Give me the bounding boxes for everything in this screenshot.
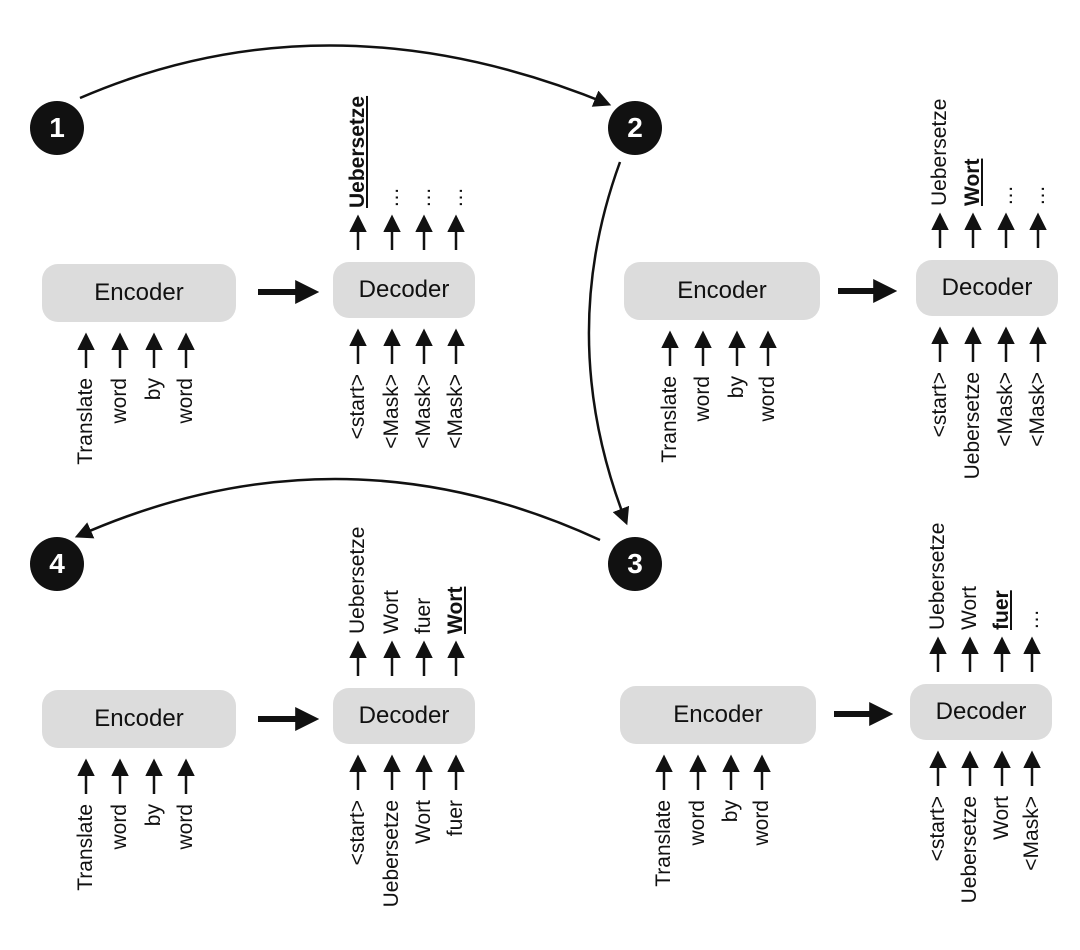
step-4-decoder-input-2-text: Wort bbox=[412, 800, 435, 844]
step-4-decoder-output-1-text: Wort bbox=[380, 590, 403, 634]
step-2-encoder-input-0-text: Translate bbox=[658, 376, 681, 463]
step-3-decoder-output-2-text: fuer bbox=[990, 590, 1013, 630]
step-2-encoder-input-1-text: word bbox=[691, 376, 714, 422]
step-1-decoder-output-2-text: … bbox=[412, 186, 435, 208]
step-2-decoder-box: Decoder bbox=[916, 260, 1058, 316]
step-1-decoder-input-2-text: <Mask> bbox=[412, 374, 435, 449]
step-2-decoder-input-2-text: <Mask> bbox=[994, 372, 1017, 447]
step-4-decoder-input-0-text: <start> bbox=[346, 800, 369, 866]
step-4-decoder-input-1-text: Uebersetze bbox=[380, 800, 403, 908]
step-3-encoder-box: Encoder bbox=[620, 686, 816, 744]
step-2-decoder-output-3-text: … bbox=[1026, 184, 1049, 206]
step-4-decoder-box: Decoder bbox=[333, 688, 475, 744]
step-2-decoder-input-1-text: Uebersetze bbox=[961, 372, 984, 480]
step-3-decoder-output-1-text: Wort bbox=[958, 586, 981, 630]
flow-arrow-1-to-2 bbox=[79, 44, 612, 107]
step-2-badge: 2 bbox=[608, 101, 662, 155]
step-1-decoder-input-1-text: <Mask> bbox=[380, 374, 403, 449]
step-3-badge: 3 bbox=[608, 537, 662, 591]
step-3-decoder-output-3-text: … bbox=[1020, 608, 1043, 630]
step-1-decoder-output-1-text: … bbox=[380, 186, 403, 208]
step-4-badge: 4 bbox=[30, 537, 84, 591]
step-1-encoder-input-3-text: word bbox=[174, 378, 197, 424]
step-4-decoder-output-2-text: fuer bbox=[412, 597, 435, 634]
flow-arrow-2-to-3 bbox=[587, 161, 630, 526]
step-3-decoder-box: Decoder bbox=[910, 684, 1052, 740]
step-1-decoder-input-3-text: <Mask> bbox=[444, 374, 467, 449]
step-4-encoder-box: Encoder bbox=[42, 690, 236, 748]
small-arrow-layer bbox=[77, 212, 1047, 794]
step-3-encoder-input-1-text: word bbox=[686, 800, 709, 846]
step-1-encoder-input-2-text: by bbox=[142, 378, 165, 401]
step-1-decoder-input-0-text: <start> bbox=[346, 374, 369, 440]
step-1-badge: 1 bbox=[30, 101, 84, 155]
step-1-encoder-input-1-text: word bbox=[108, 378, 131, 424]
step-3-encoder-input-0-text: Translate bbox=[652, 800, 675, 887]
step-3-encoder-input-3-text: word bbox=[750, 800, 773, 846]
step-2-decoder-output-1-text: Wort bbox=[961, 158, 984, 206]
step-3-decoder-input-1-text: Uebersetze bbox=[958, 796, 981, 904]
flow-arrow-3-to-4 bbox=[74, 477, 601, 542]
step-1-decoder-output-0-text: Uebersetze bbox=[346, 95, 369, 208]
step-3-decoder-input-3-text: <Mask> bbox=[1020, 796, 1043, 871]
step-2-decoder-input-0-text: <start> bbox=[928, 372, 951, 438]
step-2-encoder-input-2-text: by bbox=[725, 376, 748, 399]
step-4-encoder-input-3-text: word bbox=[174, 804, 197, 850]
step-4-decoder-input-3-text: fuer bbox=[444, 800, 467, 837]
step-3-decoder-input-0-text: <start> bbox=[926, 796, 949, 862]
step-2-encoder-input-3-text: word bbox=[756, 376, 779, 422]
step-3-decoder-output-0-text: Uebersetze bbox=[926, 522, 949, 630]
step-3-encoder-input-2-text: by bbox=[719, 800, 742, 823]
step-2-decoder-output-0-text: Uebersetze bbox=[928, 98, 951, 206]
step-1-encoder-input-0-text: Translate bbox=[74, 378, 97, 465]
step-1-decoder-box: Decoder bbox=[333, 262, 475, 318]
step-1-encoder-box: Encoder bbox=[42, 264, 236, 322]
step-4-encoder-input-1-text: word bbox=[108, 804, 131, 850]
step-4-encoder-input-2-text: by bbox=[142, 804, 165, 827]
step-4-decoder-output-0-text: Uebersetze bbox=[346, 526, 369, 634]
step-2-encoder-box: Encoder bbox=[624, 262, 820, 320]
step-2-decoder-output-2-text: … bbox=[994, 184, 1017, 206]
step-4-decoder-output-3-text: Wort bbox=[444, 586, 467, 634]
step-3-decoder-input-2-text: Wort bbox=[990, 796, 1013, 840]
step-2-decoder-input-3-text: <Mask> bbox=[1026, 372, 1049, 447]
step-1-decoder-output-3-text: … bbox=[444, 186, 467, 208]
step-4-encoder-input-0-text: Translate bbox=[74, 804, 97, 891]
